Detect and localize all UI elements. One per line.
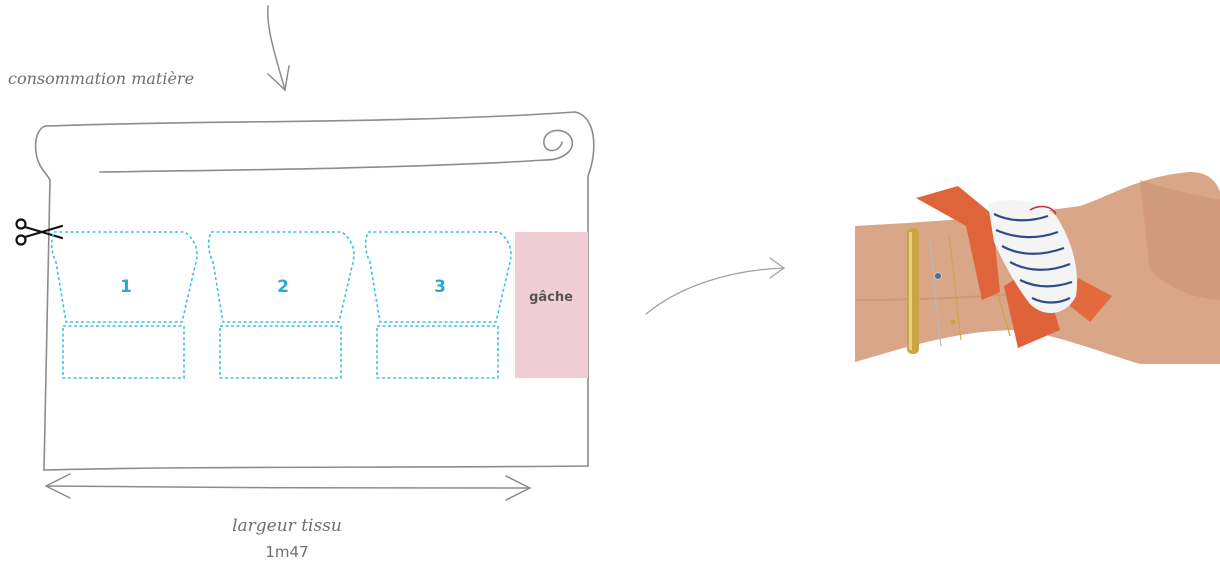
width-value: 1m47 — [265, 543, 308, 561]
pattern-pieces — [52, 232, 511, 378]
pattern-piece-3 — [366, 232, 511, 378]
diagram-heading: consommation matière — [8, 69, 194, 88]
wrist-bracelet-photo — [855, 172, 1220, 364]
piece-number-1: 1 — [120, 277, 132, 297]
waste-area — [515, 232, 588, 378]
width-label: largeur tissu — [232, 516, 342, 536]
transition-arrow — [646, 258, 784, 314]
pattern-piece-1 — [52, 232, 197, 378]
width-arrow — [46, 474, 530, 500]
down-arrow — [268, 6, 289, 90]
piece-number-2: 2 — [277, 277, 289, 297]
piece-number-3: 3 — [434, 277, 446, 297]
pattern-piece-2 — [209, 232, 354, 378]
waste-label: gâche — [529, 290, 573, 305]
